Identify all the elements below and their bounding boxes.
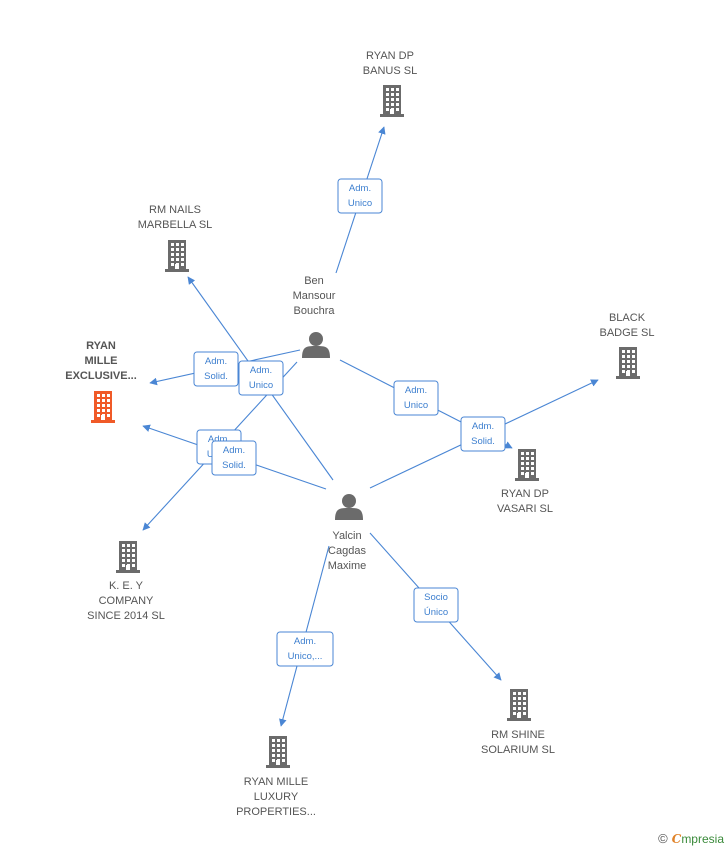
person-icon (302, 332, 330, 358)
edge-label-box (193, 351, 239, 387)
edge-label-ryan-dp-banus[interactable]: Adm. Unico (337, 178, 383, 214)
brand-name: mpresia (681, 832, 724, 846)
node-label-line: K. E. Y (109, 580, 144, 592)
edge-label-ryan-mille-exclusive[interactable]: Adm. Solid. (193, 351, 239, 387)
node-label-line: Yalcin (332, 530, 361, 542)
edge-label-text: Adm. (472, 421, 494, 432)
edge-label-rm-nails[interactable]: Adm. Unico (238, 360, 284, 396)
nodes-layer: RYAN DP BANUS SL RM NAILS MARBELLA SL RYAN MI… (65, 50, 654, 818)
building-icon (380, 85, 404, 117)
edge-label-box (413, 587, 459, 623)
edge-label-box (211, 440, 257, 476)
node-label-line: Mansour (293, 290, 336, 302)
brand-initial: C (671, 832, 682, 846)
building-icon (507, 689, 531, 721)
edges-layer (142, 126, 599, 727)
edge-label-black-badge[interactable]: Adm. Solid. (460, 416, 506, 452)
node-label-line: MARBELLA SL (138, 219, 213, 231)
edge-label-text: Adm. (349, 183, 371, 194)
edge-label-text: Adm. (205, 356, 227, 367)
building-icon (266, 736, 290, 768)
node-label-line: VASARI SL (497, 503, 553, 515)
node-label-line: RM NAILS (149, 204, 201, 216)
node-ryan-mille-exclusive[interactable]: RYAN MILLE EXCLUSIVE... (65, 340, 137, 423)
node-ryan-dp-vasari[interactable]: RYAN DP VASARI SL (497, 449, 553, 515)
edge-label-text: Único (424, 607, 448, 618)
node-label-line: RYAN MILLE (244, 776, 308, 788)
node-label-line: BLACK (609, 312, 646, 324)
edge-label-text: Adm. (294, 636, 316, 647)
node-label-line: Ben (304, 275, 324, 287)
building-icon (616, 347, 640, 379)
edge-label-box (337, 178, 383, 214)
node-label-line: BADGE SL (599, 327, 654, 339)
node-label-line: LUXURY (254, 791, 299, 803)
node-rm-nails[interactable]: RM NAILS MARBELLA SL (138, 204, 213, 272)
node-ryan-mille-luxury[interactable]: RYAN MILLE LUXURY PROPERTIES... (236, 736, 316, 818)
node-label-line: SINCE 2014 SL (87, 610, 165, 622)
edge-label-text: Solid. (222, 460, 246, 471)
edge-label-box (238, 360, 284, 396)
edge-label-text: Adm. (208, 434, 230, 445)
node-label-line: PROPERTIES... (236, 806, 316, 818)
node-ryan-dp-banus[interactable]: RYAN DP BANUS SL (363, 50, 417, 117)
node-label-line: RYAN DP (366, 50, 414, 62)
edge-label-text: Adm. (223, 445, 245, 456)
edge-label-text: Unico (404, 400, 428, 411)
building-icon (165, 240, 189, 272)
empresia-watermark[interactable]: ©Cmpresia (658, 831, 724, 846)
edge-label-box (276, 631, 334, 667)
edge-label-ryan-mille-exclusive[interactable]: Adm. Solid. (211, 440, 257, 476)
copyright-symbol: © (658, 831, 668, 846)
edge-label-box (460, 416, 506, 452)
edge-label-text: Solid. (204, 371, 228, 382)
node-label-line: RYAN (86, 340, 116, 352)
edge-label-text: Unico,... (288, 651, 323, 662)
node-label-line: MILLE (85, 355, 118, 367)
edge-label-box (393, 380, 439, 416)
node-label-line: BANUS SL (363, 65, 417, 77)
edge-label-text: Unico (249, 380, 273, 391)
node-label-line: SOLARIUM SL (481, 744, 555, 756)
edge-label-text: Adm. (250, 365, 272, 376)
edge-label-ryan-mille-luxury[interactable]: Adm. Unico,... (276, 631, 334, 667)
node-label-line: Bouchra (294, 305, 336, 317)
edge-label-text: Socio (424, 592, 448, 603)
building-icon (515, 449, 539, 481)
node-label-line: RM SHINE (491, 729, 545, 741)
node-rm-shine[interactable]: RM SHINE SOLARIUM SL (481, 689, 555, 756)
edge-label-ryan-dp-vasari[interactable]: Adm. Unico (393, 380, 439, 416)
node-label-line: Maxime (328, 560, 367, 572)
edge-label-text: Unico (348, 198, 372, 209)
person-icon (335, 494, 363, 520)
node-label-line: RYAN DP (501, 488, 549, 500)
node-black-badge[interactable]: BLACK BADGE SL (599, 312, 655, 379)
edge-label-text: Adm. (405, 385, 427, 396)
building-icon (116, 541, 140, 573)
node-label-line: EXCLUSIVE... (65, 370, 137, 382)
building-icon (91, 391, 115, 423)
edge-label-text: Solid. (471, 436, 495, 447)
edge-labels-layer: Adm.UnicoAdm.Solid.Adm.UnicoAdm.UnicoAdm… (193, 178, 506, 667)
node-label-line: COMPANY (99, 595, 154, 607)
node-key-company[interactable]: K. E. Y COMPANY SINCE 2014 SL (87, 541, 165, 622)
node-label-line: Cagdas (328, 545, 366, 557)
